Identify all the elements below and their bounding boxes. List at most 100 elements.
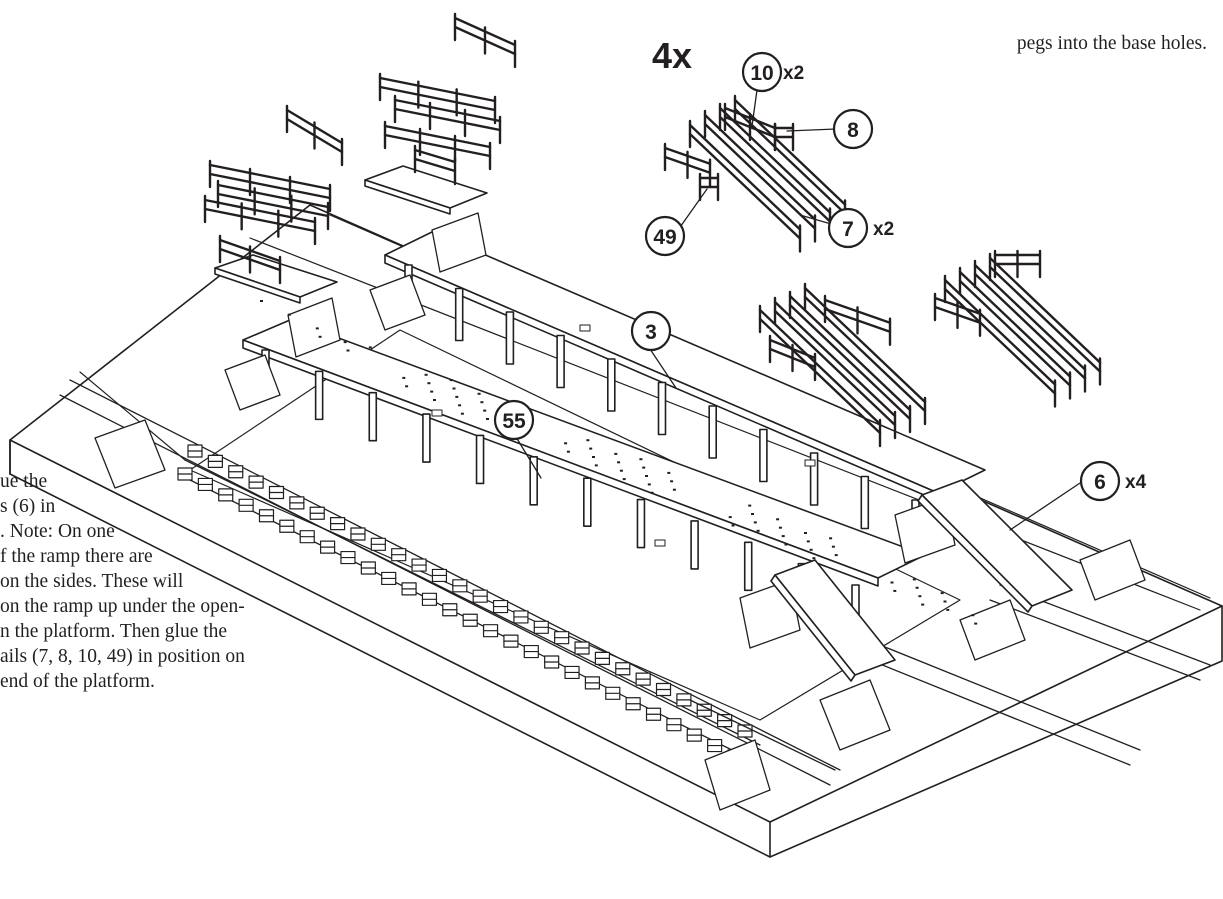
base-dot	[368, 346, 372, 349]
instruction-top-right: pegs into the base holes.	[1016, 33, 1207, 54]
base-dot	[672, 488, 676, 491]
track-sleepers	[177, 444, 753, 763]
platform-leg	[690, 520, 699, 570]
base-dot	[753, 521, 757, 524]
base-dot	[452, 387, 456, 390]
base-dot	[402, 376, 406, 379]
base-details	[260, 300, 978, 625]
base-dot	[480, 401, 484, 404]
callout-multiplier: x2	[783, 63, 804, 84]
base-dot	[642, 466, 646, 469]
base-dot	[756, 529, 760, 532]
callout-part-49: 49	[644, 215, 686, 257]
instruction-line: end of the platform.	[0, 671, 155, 692]
base-dot	[751, 513, 754, 515]
base-dot	[477, 392, 481, 395]
railing	[698, 172, 720, 202]
base-dot	[893, 589, 897, 592]
railing	[285, 104, 344, 167]
platform-leg	[583, 477, 592, 527]
base-dot	[287, 313, 291, 316]
base-dot	[781, 535, 785, 538]
callout-number: 6	[1094, 471, 1106, 494]
instruction-line: . Note: On one	[0, 521, 115, 542]
platform-leg	[454, 287, 464, 342]
railing	[758, 304, 882, 448]
callout-part-6: 6 x4	[1079, 460, 1147, 502]
base-dot	[455, 395, 459, 398]
instruction-line: on the ramp up under the open-	[0, 596, 245, 617]
platform-leg	[556, 334, 565, 389]
base-dot	[460, 412, 464, 415]
instruction-line: ue the	[0, 471, 48, 492]
railing	[218, 234, 282, 285]
base-dot	[566, 450, 570, 453]
platform-leg	[606, 358, 616, 412]
base-dot	[346, 349, 350, 352]
base-dot	[731, 524, 735, 527]
base-dot	[890, 581, 894, 584]
base-dot	[971, 614, 975, 617]
railing	[393, 94, 502, 145]
railing	[733, 94, 847, 228]
base-dot	[915, 586, 919, 589]
base-dot	[564, 442, 568, 445]
base-dot	[639, 458, 643, 461]
base-dot	[940, 592, 944, 595]
base-dot	[809, 548, 813, 551]
base-dot	[778, 526, 782, 529]
callout-multiplier: x2	[873, 219, 894, 240]
base-dot	[458, 404, 462, 407]
base-dot	[645, 475, 648, 477]
railing	[993, 249, 1042, 279]
instruction-line: on the sides. These will	[0, 571, 184, 592]
platform-leg	[860, 475, 870, 530]
platform-leg	[505, 311, 515, 365]
base-dot	[834, 554, 838, 557]
callout-part-55: 55	[493, 399, 535, 441]
instruction-line: f the ramp there are	[0, 546, 153, 567]
base-dot	[589, 447, 593, 450]
callout-number: 55	[502, 410, 526, 433]
railing	[788, 290, 912, 434]
base-dot	[974, 622, 978, 625]
railing	[803, 282, 927, 426]
railing	[378, 72, 497, 125]
railing	[663, 142, 712, 187]
callout-number: 8	[847, 119, 859, 142]
base-dot	[424, 373, 428, 376]
base-dot	[812, 557, 816, 560]
railing	[988, 252, 1102, 386]
railing	[453, 12, 517, 69]
base-dot	[486, 418, 489, 420]
callout-number: 7	[842, 218, 854, 241]
railing	[823, 294, 892, 346]
callout-multiplier: x4	[1125, 472, 1147, 493]
railing	[216, 179, 330, 231]
base-dot	[483, 409, 487, 412]
instruction-line: s (6) in	[0, 496, 56, 517]
base-dot	[405, 385, 409, 388]
platform-leg	[743, 541, 753, 592]
base-dot	[343, 341, 347, 344]
railing	[203, 194, 317, 246]
platform-leg	[657, 381, 667, 436]
railing	[688, 119, 802, 253]
platform-leg	[529, 456, 538, 506]
base-dot	[650, 491, 654, 494]
base-dot	[586, 439, 590, 442]
railing	[723, 102, 777, 152]
platform-55	[242, 319, 926, 634]
base-slab	[9, 204, 1223, 858]
base-dot	[943, 600, 947, 603]
railing	[413, 144, 457, 186]
callout-number: 10	[750, 62, 773, 85]
base-dot	[318, 335, 322, 338]
base-dot	[829, 537, 833, 540]
base-dot	[918, 595, 922, 598]
railing	[973, 259, 1087, 393]
railing	[383, 120, 492, 171]
base-dot	[806, 540, 810, 543]
base-dot	[776, 518, 780, 521]
